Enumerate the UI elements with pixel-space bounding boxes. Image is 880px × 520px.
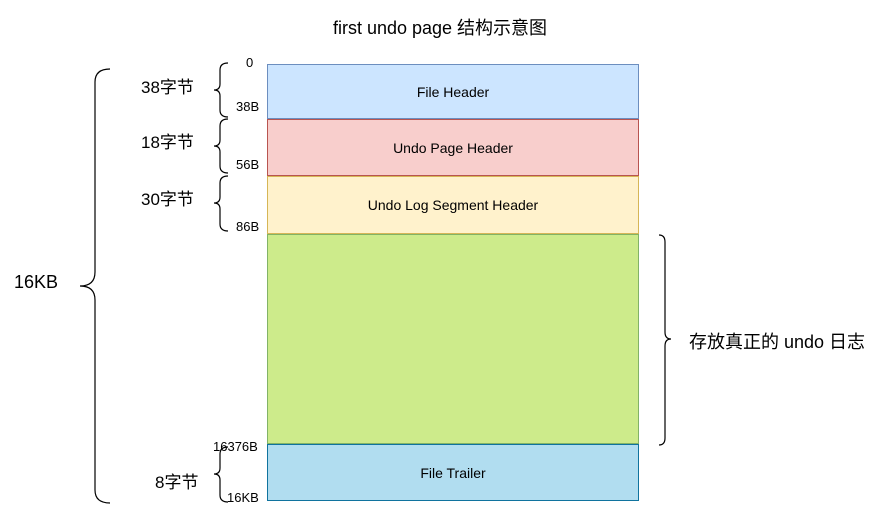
file-header-block: File Header (267, 64, 639, 119)
undo-page-header-block: Undo Page Header (267, 119, 639, 176)
offset-56b: 56B (236, 157, 260, 172)
total-size-label: 16KB (14, 272, 59, 292)
brace-undo-log-area (658, 234, 672, 446)
brace-file-header (213, 62, 229, 118)
size-undo-log-segment-header: 30字节 (141, 190, 194, 209)
offset-16kb: 16KB (227, 490, 259, 505)
offset-16376b: 16376B (213, 439, 258, 454)
brace-undo-page-header (213, 118, 229, 174)
undo-log-area-block (267, 234, 639, 444)
diagram-title: first undo page 结构示意图 (332, 18, 548, 38)
brace-file-trailer (213, 446, 229, 503)
brace-undo-log-segment-header (213, 175, 229, 232)
size-file-trailer: 8字节 (155, 473, 199, 492)
offset-86b: 86B (236, 219, 260, 234)
size-undo-page-header: 18字节 (141, 133, 194, 152)
file-trailer-block: File Trailer (267, 444, 639, 501)
undo-log-label: 存放真正的 undo 日志 (689, 332, 866, 352)
undo-log-segment-header-block: Undo Log Segment Header (267, 176, 639, 234)
size-file-header: 38字节 (141, 78, 194, 97)
offset-38b: 38B (236, 99, 260, 114)
brace-total (79, 68, 111, 504)
offset-0: 0 (246, 55, 254, 70)
